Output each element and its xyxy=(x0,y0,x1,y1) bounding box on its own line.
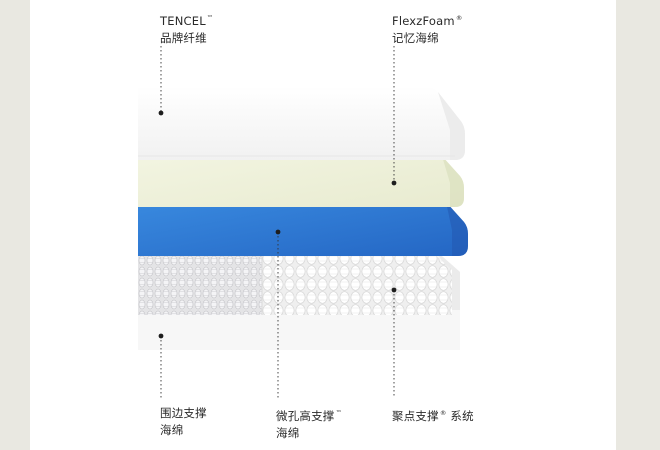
dot-blue xyxy=(275,229,281,235)
label-tencel: TENCEL™ 品牌纤维 xyxy=(160,10,214,47)
top-cover-layer xyxy=(138,86,465,160)
label-micro-support: 微孔高支撑™ 海绵 xyxy=(276,405,342,442)
label-flexzfoam: FlexzFoam® 记忆海绵 xyxy=(392,10,463,47)
memory-foam-layer xyxy=(138,150,464,207)
dot-pocket xyxy=(391,287,397,293)
pocket-springs xyxy=(138,252,452,315)
label-flexzfoam-sub: 记忆海绵 xyxy=(392,31,439,45)
label-micro-sub: 海绵 xyxy=(276,426,300,440)
trademark-mark: ™ xyxy=(335,409,343,417)
callout-dots xyxy=(158,110,397,339)
label-micro-name: 微孔高支撑 xyxy=(276,409,335,423)
label-pocket-system: 聚点支撑® 系统 xyxy=(392,405,474,425)
label-pocket-suffix: 系统 xyxy=(446,409,474,423)
registered-mark: ® xyxy=(455,14,463,22)
label-flexzfoam-name: FlexzFoam xyxy=(392,14,455,28)
label-tencel-name: TENCEL xyxy=(160,14,206,28)
label-tencel-sub: 品牌纤维 xyxy=(160,31,207,45)
blue-foam-layer xyxy=(138,196,468,256)
label-edge-line2: 海绵 xyxy=(160,423,184,437)
label-pocket-name: 聚点支撑 xyxy=(392,409,439,423)
leader-lines xyxy=(160,46,395,398)
trademark-mark: ™ xyxy=(206,14,214,22)
dot-edge xyxy=(158,333,164,339)
label-edge-support: 围边支撑 海绵 xyxy=(160,405,207,439)
dot-memory xyxy=(391,180,397,186)
registered-mark: ® xyxy=(439,409,447,417)
label-edge-line1: 围边支撑 xyxy=(160,406,207,420)
dot-top xyxy=(158,110,164,116)
